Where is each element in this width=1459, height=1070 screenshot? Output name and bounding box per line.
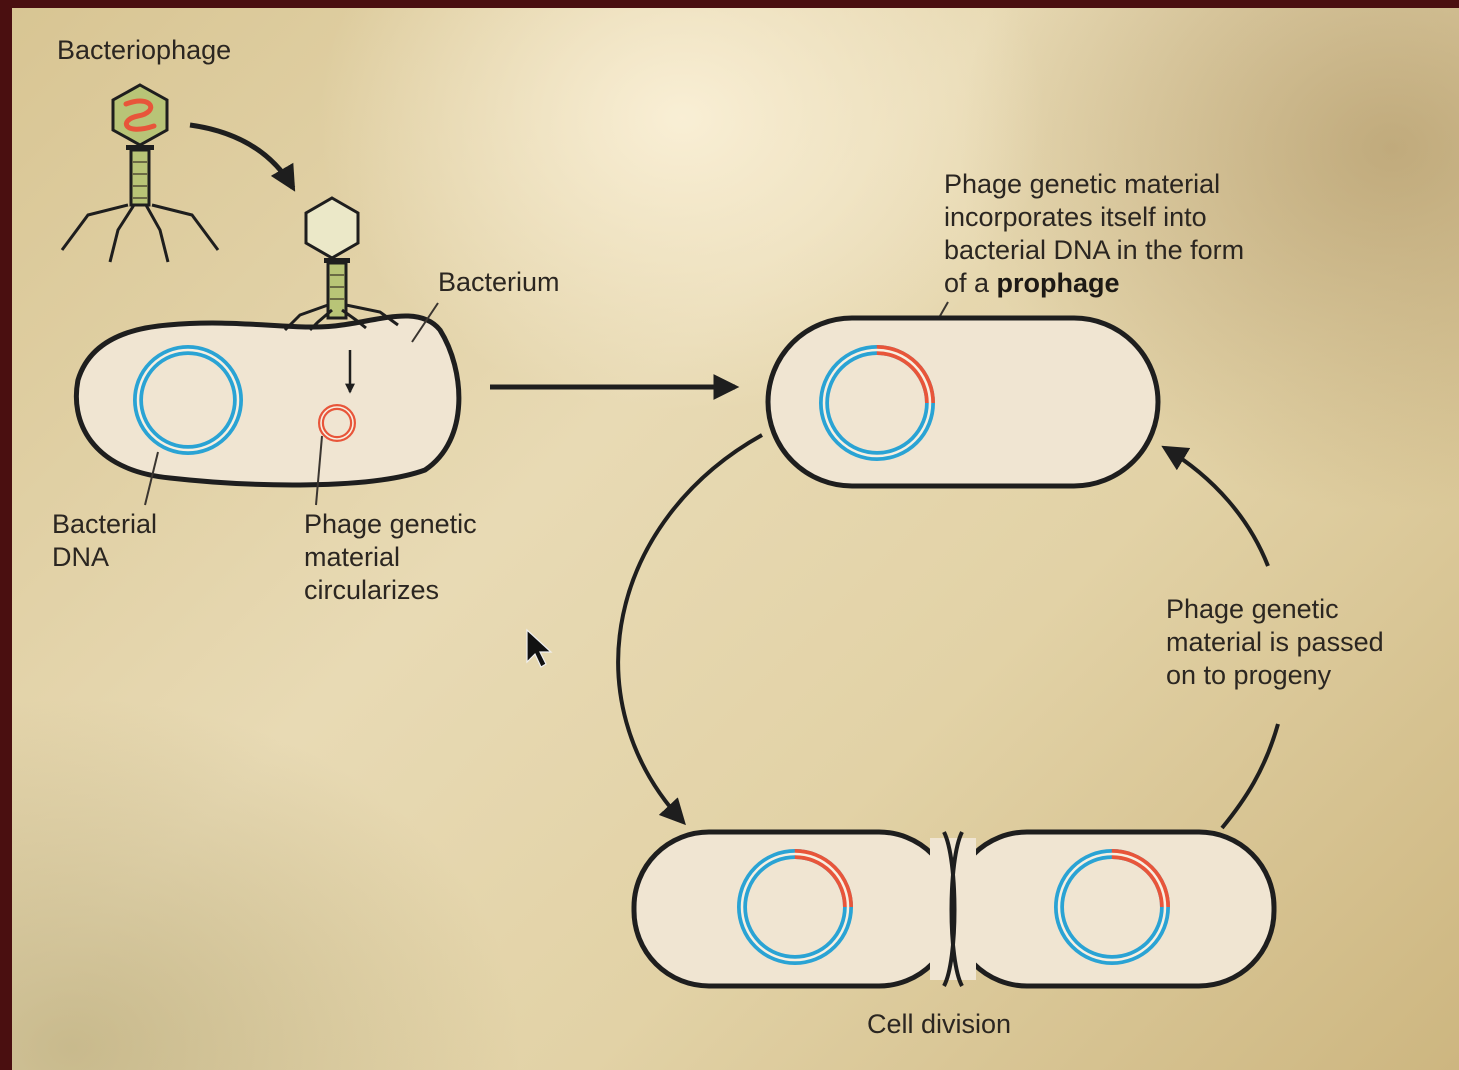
label-progeny-line-3: on to progeny xyxy=(1166,659,1384,692)
arrow-progeny-return-lower xyxy=(1222,724,1278,828)
arrow-progeny-return-upper xyxy=(1165,448,1268,566)
label-prophage-line-1: Phage genetic material xyxy=(944,168,1244,201)
label-bacteriophage: Bacteriophage xyxy=(57,34,231,67)
phage-tail-fibers xyxy=(62,205,218,262)
label-progeny-note: Phage genetic material is passed on to p… xyxy=(1166,593,1384,692)
label-progeny-line-1: Phage genetic xyxy=(1166,593,1384,626)
label-bacterial-dna-line-1: Bacterial xyxy=(52,508,157,541)
attached-phage xyxy=(285,198,398,330)
phage-tail xyxy=(131,150,149,205)
label-prophage-note: Phage genetic material incorporates itse… xyxy=(944,168,1244,300)
label-prophage-line-4: of a prophage xyxy=(944,267,1244,300)
label-bacterium: Bacterium xyxy=(438,266,560,299)
arrow-phage-to-bacterium xyxy=(190,125,293,188)
bacterium-infected xyxy=(76,316,459,485)
label-bacterial-dna-line-2: DNA xyxy=(52,541,157,574)
attached-phage-head xyxy=(306,198,358,258)
label-prophage-line-3: bacterial DNA in the form xyxy=(944,234,1244,267)
label-circularizes-line-1: Phage genetic xyxy=(304,508,477,541)
label-prophage-line-2: incorporates itself into xyxy=(944,201,1244,234)
dividing-cells xyxy=(634,832,1274,986)
label-progeny-line-2: material is passed xyxy=(1166,626,1384,659)
label-circularizes-line-3: circularizes xyxy=(304,574,477,607)
term-prophage: prophage xyxy=(997,268,1120,298)
free-bacteriophage xyxy=(62,85,218,262)
label-circularizes: Phage genetic material circularizes xyxy=(304,508,477,607)
mouse-cursor-icon xyxy=(527,630,551,667)
label-circularizes-line-2: material xyxy=(304,541,477,574)
label-prophage-prefix: of a xyxy=(944,268,997,298)
arrow-to-division xyxy=(618,435,762,822)
bacterium-lysogen xyxy=(768,318,1158,486)
label-cell-division: Cell division xyxy=(867,1008,1011,1041)
label-bacterial-dna: Bacterial DNA xyxy=(52,508,157,574)
